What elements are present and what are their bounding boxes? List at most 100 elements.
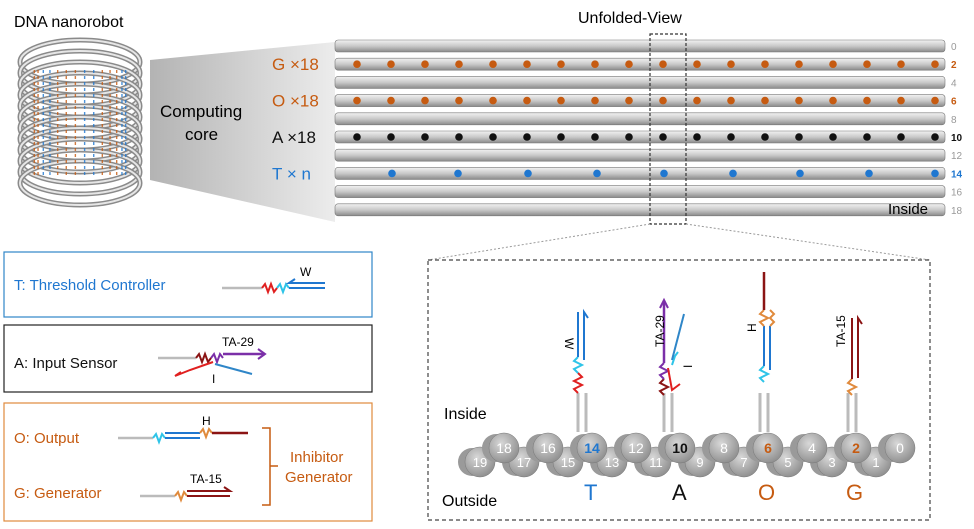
- dot-G: [931, 60, 939, 68]
- helix-number: 14: [951, 169, 963, 180]
- helix-rod: [334, 94, 946, 107]
- dot-A: [863, 133, 871, 141]
- helix-rod: [334, 76, 946, 89]
- zoom-inside: Inside: [444, 406, 487, 423]
- inhibitor-bracket: [262, 427, 278, 506]
- helix-number: 10: [951, 133, 963, 144]
- zoom-strand-T: W: [562, 308, 589, 432]
- ball-number: 10: [672, 440, 688, 456]
- svg-text:H: H: [745, 323, 759, 332]
- dot-G: [591, 60, 599, 68]
- helix-rod: [334, 39, 946, 53]
- dot-O: [421, 96, 429, 105]
- dot-A: [761, 133, 769, 141]
- cylinder-ring-highlight: [19, 149, 141, 195]
- dot-O: [897, 96, 905, 105]
- dot-T: [660, 169, 668, 178]
- dot-G: [659, 60, 667, 68]
- legend-O-strand: H: [118, 414, 248, 445]
- dot-O: [387, 96, 395, 105]
- projection-cone: [150, 42, 335, 222]
- dot-T: [796, 169, 804, 178]
- dot-A: [591, 133, 599, 141]
- dot-T: [729, 169, 737, 178]
- dot-G: [387, 60, 395, 68]
- dot-O: [659, 96, 667, 105]
- helix-rod: [334, 203, 946, 217]
- dot-O: [557, 96, 565, 105]
- ball: [752, 432, 784, 464]
- dot-O: [455, 96, 463, 105]
- dot-A: [897, 133, 905, 141]
- zoom-strand-A: TA-29 I: [653, 297, 695, 432]
- title-right: Unfolded-View: [578, 10, 682, 27]
- row-label: O ×18: [272, 92, 319, 111]
- row-label: T × n: [272, 164, 311, 183]
- ball-number: 6: [764, 440, 772, 456]
- svg-text:W: W: [300, 265, 312, 279]
- selection-box: [649, 33, 687, 225]
- inside-label: Inside: [888, 201, 928, 218]
- dot-O: [523, 96, 531, 105]
- ball-number: 7: [740, 455, 747, 470]
- ball: [796, 432, 828, 464]
- dot-O: [829, 96, 837, 105]
- ball-number: 19: [473, 455, 487, 470]
- ball-number: 17: [517, 455, 531, 470]
- dot-A: [421, 133, 429, 141]
- ball-number: 8: [720, 440, 728, 456]
- dot-T: [593, 169, 601, 178]
- helix-number: 2: [951, 60, 957, 71]
- dot-O: [693, 96, 701, 105]
- ball-number: 5: [784, 455, 791, 470]
- dot-A: [523, 133, 531, 141]
- dot-O: [795, 96, 803, 105]
- row-labels: G ×18O ×18A ×18T × n: [272, 55, 319, 183]
- svg-text:TA-29: TA-29: [653, 315, 667, 347]
- dot-G: [795, 60, 803, 68]
- ball-number: 1: [872, 455, 879, 470]
- ball: [532, 432, 564, 464]
- dot-G: [523, 60, 531, 68]
- helix-number: 8: [951, 115, 957, 126]
- dot-A: [489, 133, 497, 141]
- zoom-outside: Outside: [442, 493, 497, 510]
- helix-rod: [334, 57, 946, 71]
- dot-O: [353, 96, 361, 105]
- dot-O: [591, 96, 599, 105]
- dot-O: [761, 96, 769, 105]
- svg-text:TA-15: TA-15: [190, 472, 222, 486]
- ball-number: 12: [628, 440, 644, 456]
- dot-G: [761, 60, 769, 68]
- dot-T: [931, 169, 939, 178]
- legend-T-strand: W: [222, 265, 325, 295]
- helix-rod: [334, 148, 946, 162]
- legend-A-strand: TA-29 I: [158, 335, 267, 386]
- svg-text:I: I: [212, 372, 215, 386]
- zoom-letter-T: T: [584, 480, 597, 505]
- dot-G: [727, 60, 735, 68]
- dot-T: [388, 169, 396, 178]
- dot-O: [727, 96, 735, 105]
- helix-rod: [334, 130, 946, 144]
- ball-number: 4: [808, 440, 816, 456]
- dot-O: [625, 96, 633, 105]
- cylinder-ring-highlight: [19, 138, 141, 184]
- ball: [708, 432, 740, 464]
- ball-number: 15: [561, 455, 575, 470]
- dot-G: [421, 60, 429, 68]
- dot-A: [795, 133, 803, 141]
- dot-A: [455, 133, 463, 141]
- ball-number: 16: [540, 440, 556, 456]
- helix-rod: [334, 167, 946, 180]
- cylinder-ring-highlight: [19, 127, 141, 173]
- cylinder-ring-highlight: [19, 160, 141, 206]
- ball-number: 0: [896, 440, 904, 456]
- svg-text:TA-29: TA-29: [222, 335, 254, 349]
- ball-number: 18: [496, 440, 512, 456]
- legend-T: T: Threshold Controller: [14, 277, 165, 294]
- dot-A: [353, 133, 361, 141]
- zoom-line-left: [427, 223, 651, 261]
- zoom-letter-G: G: [846, 480, 863, 505]
